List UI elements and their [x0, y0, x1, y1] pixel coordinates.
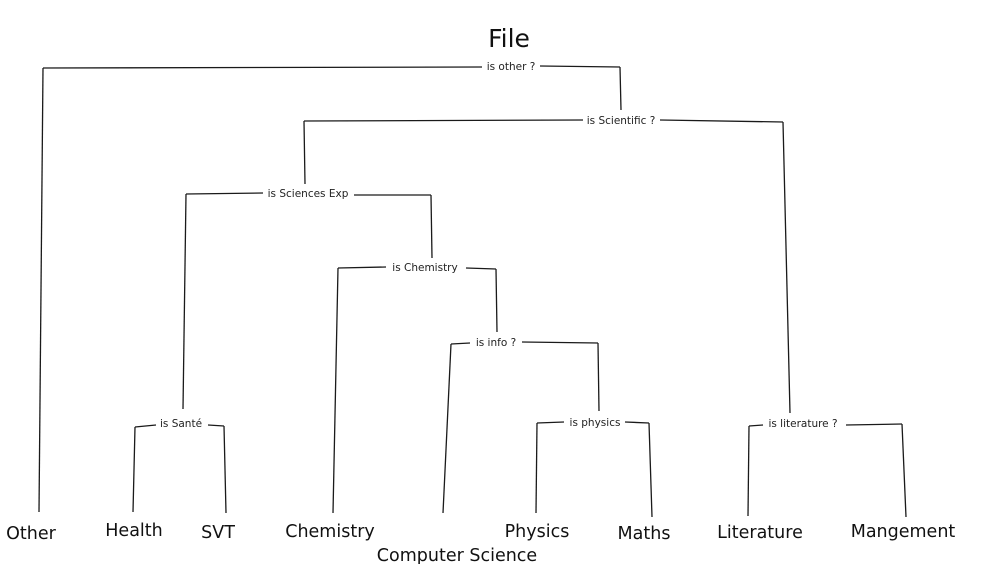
leaf-svt: SVT	[201, 523, 235, 543]
decision-node-is-literature: is literature ?	[768, 418, 837, 430]
connector-is-other	[38, 65, 622, 513]
leaf-other: Other	[6, 524, 56, 544]
decision-node-is-scientific: is Scientific ?	[587, 115, 656, 127]
decision-node-is-physics: is physics	[570, 417, 621, 429]
leaf-chemistry: Chemistry	[285, 522, 375, 542]
root-node-label: File	[488, 24, 530, 53]
leaf-literature: Literature	[717, 523, 803, 543]
connector-is-sante	[132, 424, 227, 514]
connector-is-chemistry	[332, 266, 498, 514]
decision-node-is-other: is other ?	[487, 61, 536, 73]
connector-is-literature	[747, 423, 907, 518]
connector-is-scientific	[303, 119, 791, 414]
connector-is-physics	[535, 421, 653, 518]
connector-is-sciences-exp	[182, 192, 433, 410]
decision-node-is-chemistry: is Chemistry	[392, 262, 457, 274]
leaf-management: Mangement	[851, 522, 956, 542]
decision-node-is-info: is info ?	[476, 337, 516, 349]
leaf-health: Health	[105, 521, 162, 541]
decision-node-is-sante: is Santé	[160, 418, 202, 430]
leaf-physics: Physics	[505, 522, 570, 542]
decision-node-is-sciences-exp: is Sciences Exp	[268, 188, 349, 200]
leaf-maths: Maths	[618, 524, 671, 544]
leaf-computer-science: Computer Science	[377, 546, 537, 564]
connector-is-info	[442, 341, 600, 514]
